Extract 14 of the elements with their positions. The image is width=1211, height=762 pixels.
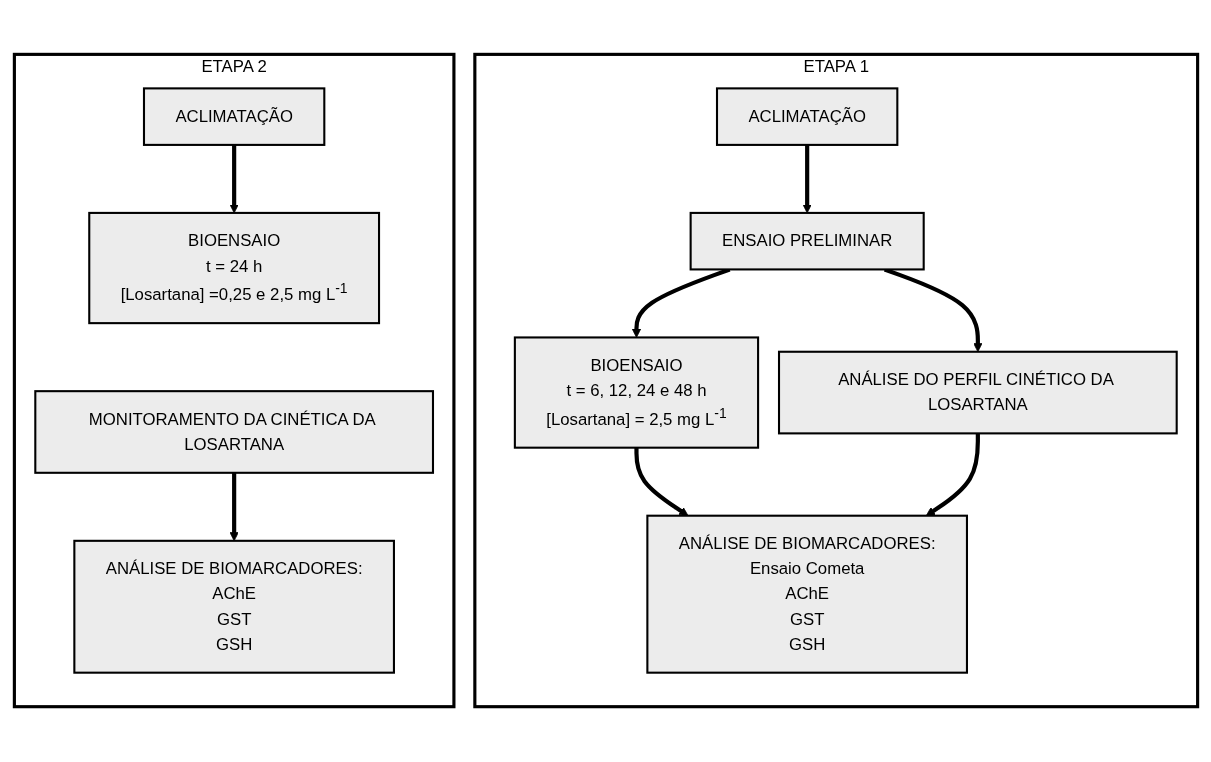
arrow <box>229 473 239 542</box>
arrow <box>925 433 980 517</box>
node-box: ACLIMATAÇÃO <box>142 87 325 147</box>
node-box: ENSAIO PRELIMINAR <box>689 212 925 271</box>
node-box: ANÁLISE DE BIOMARCADORES: AChE GST GSH <box>72 540 395 675</box>
arrow <box>802 145 812 214</box>
node-box: BIOENSAIO t = 6, 12, 24 e 48 h [Losartana] = 2,5 mg L$^{-1}$ <box>513 336 759 450</box>
node-box: ANÁLISE DE BIOMARCADORES: Ensaio Cometa AChE GST GSH <box>645 515 968 675</box>
node-box: ACLIMATAÇÃO <box>715 87 898 147</box>
arrow <box>633 448 688 517</box>
node-box: ANÁLISE DO PERFIL CINÉTICO DA LOSARTANA <box>777 351 1178 435</box>
node-box: BIOENSAIO t = 24 h [Losartana] =0,25 e 2,5 mg L$^{-1}$ <box>87 212 380 325</box>
arrow <box>229 145 239 214</box>
node-box: MONITORAMENTO DA CINÉTICA DA LOSARTANA <box>33 390 434 475</box>
